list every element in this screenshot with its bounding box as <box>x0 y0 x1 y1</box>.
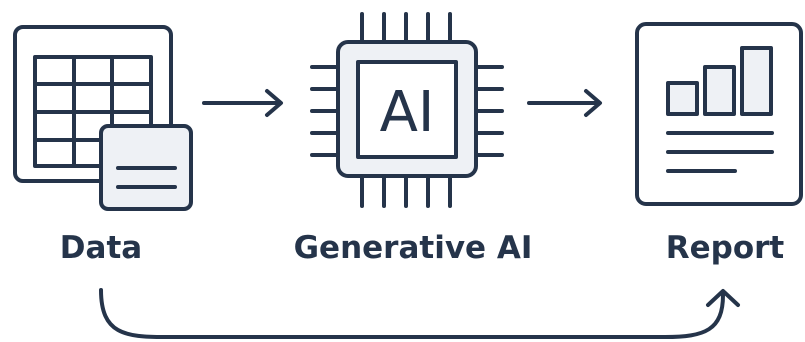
node-label-generative-ai: Generative AI <box>294 230 533 266</box>
chip-text: AI <box>380 80 435 145</box>
bar-chart-report-icon <box>635 22 803 206</box>
node-label-report: Report <box>666 230 785 266</box>
arrow-data-to-ai <box>202 89 283 117</box>
curved-arrow-data-to-report <box>99 288 740 339</box>
ai-chip-icon: AI <box>310 12 504 208</box>
spreadsheet-with-document-icon <box>13 25 193 211</box>
arrow-ai-to-report <box>527 89 602 117</box>
node-label-data: Data <box>60 230 142 266</box>
